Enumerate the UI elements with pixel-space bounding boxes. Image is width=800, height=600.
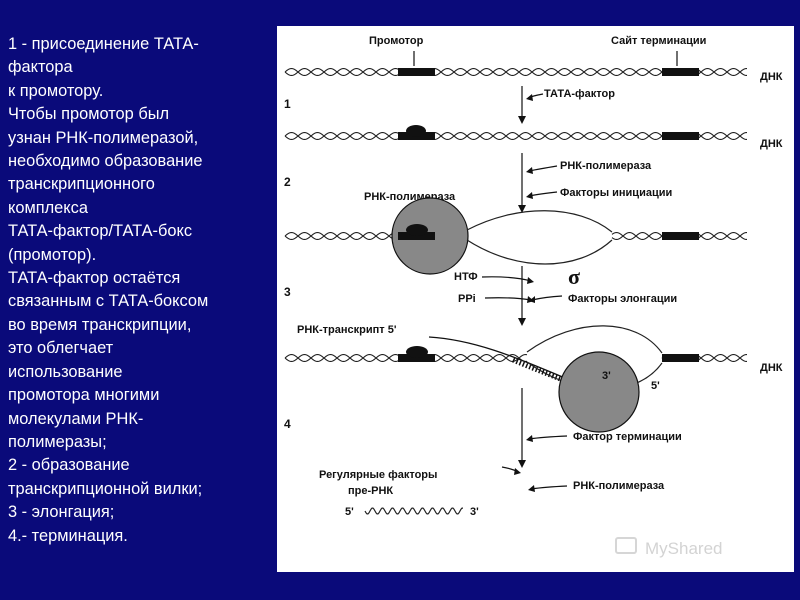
text-line: ТАТА-фактор/ТАТА-бокс: [8, 222, 193, 241]
termination-site-label: Сайт терминации: [611, 35, 706, 47]
text-line: молекулами РНК-: [8, 409, 144, 428]
tata-factor-shape: [406, 125, 426, 137]
rna-polymerase-label-right: РНК-полимераза: [560, 160, 652, 172]
ntp-label: НТФ: [454, 271, 478, 283]
text-line: фактора: [8, 58, 73, 77]
three-prime-label: 3': [602, 370, 611, 382]
description-text: 1 - присоединение ТАТА- фактора к промот…: [8, 33, 273, 548]
text-line: ТАТА-фактор остаётся: [8, 269, 181, 288]
watermark: MyShared: [615, 537, 722, 558]
watermark-icon: [615, 537, 637, 554]
text-line: к промотору.: [8, 81, 104, 100]
text-line: комплекса: [8, 198, 88, 217]
pre-rna-3-label: 3': [470, 506, 479, 518]
promoter-box-4: [398, 354, 435, 362]
text-line: 1 - присоединение ТАТА-: [8, 35, 199, 53]
promoter-box-3: [398, 232, 435, 240]
text-line: Чтобы промотор был: [8, 105, 170, 124]
text-line: транскрипционного: [8, 175, 155, 194]
initiation-factors-label: Факторы инициации: [560, 187, 672, 199]
watermark-text: MyShared: [645, 539, 722, 558]
text-line: 4.- терминация.: [8, 526, 128, 545]
text-line: связанным с ТАТА-боксом: [8, 292, 209, 311]
dna-label-2: ДНК: [760, 138, 783, 150]
text-line: (промотор).: [8, 245, 97, 264]
text-line: 3 - элонгация;: [8, 503, 115, 522]
regulatory-factors-label: Регулярные факторы: [319, 469, 437, 481]
step-2-number: 2: [284, 175, 291, 189]
elongation-factors-label: Факторы элонгации: [568, 293, 677, 305]
text-line: во время транскрипции,: [8, 315, 192, 334]
rna-polymerase-label-bottom: РНК-полимераза: [573, 480, 665, 492]
pre-rna-5-label: 5': [345, 506, 354, 518]
dna-label-1: ДНК: [760, 71, 783, 83]
text-line: использование: [8, 362, 123, 381]
transcription-diagram: Промотор Сайт терминации ДНК 1 ТАТА-факт…: [284, 35, 783, 558]
ppi-label: PPi: [458, 293, 476, 305]
text-line: полимеразы;: [8, 432, 107, 451]
promoter-label: Промотор: [369, 35, 424, 47]
step-4-number: 4: [284, 417, 291, 431]
rna-polymerase-blob-elongation: [558, 351, 640, 433]
text-line: промотора многими: [8, 386, 160, 405]
text-line: 2 - образование: [8, 456, 130, 475]
text-line: транскрипционной вилки;: [8, 479, 203, 498]
text-line: это облегчает: [8, 339, 114, 358]
five-prime-label: 5': [651, 380, 660, 392]
termination-box: [662, 68, 699, 76]
pre-rna-strand: [364, 507, 463, 515]
rna-transcript-label: РНК-транскрипт 5': [297, 324, 397, 336]
pre-rna-label: пре-РНК: [348, 485, 393, 497]
termination-factor-label: Фактор терминации: [573, 431, 682, 443]
diagram-panel: Промотор Сайт терминации ДНК 1 ТАТА-факт…: [277, 26, 794, 572]
step-1-number: 1: [284, 97, 291, 111]
text-line: узнан РНК-полимеразой,: [8, 128, 199, 147]
dna-label-4: ДНК: [760, 362, 783, 374]
sigma-symbol: σ: [568, 264, 580, 289]
tata-factor-label: ТАТА-фактор: [544, 88, 615, 100]
text-line: необходимо образование: [8, 152, 203, 171]
step-1-arrow: [518, 116, 526, 124]
promoter-box: [398, 68, 435, 76]
step-3-number: 3: [284, 285, 291, 299]
